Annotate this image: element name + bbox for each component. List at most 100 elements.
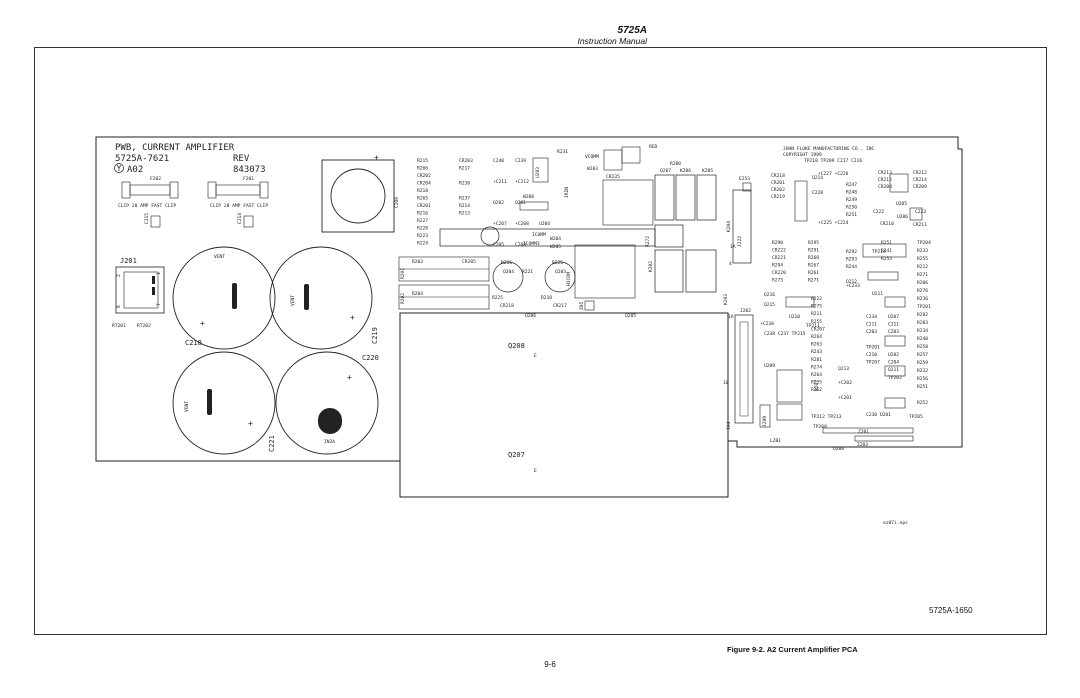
part-label: R232 (917, 368, 928, 374)
row-labels: TP210 TP209 C217 C216+C227 +C226Q214C228… (760, 158, 927, 430)
part-label: R251 (846, 212, 857, 218)
label-r231: R231 (557, 149, 568, 155)
row-label: Q214 (812, 175, 823, 181)
connector-j201-label: J201 (120, 257, 137, 265)
part-label: C203 (866, 329, 877, 335)
part-label: R243 (811, 349, 822, 355)
part-label: CR218 (771, 173, 785, 179)
row-label: TP211 (806, 323, 820, 329)
pin-label: 8 (116, 305, 122, 308)
capacitor-c220-label: C220 (362, 354, 379, 362)
board-title-rev-label: REV (233, 154, 250, 164)
part-label: R216 (417, 211, 428, 217)
component-z201 (822, 427, 914, 434)
transistor-q208-label: Q208 (508, 342, 525, 350)
pin-label: 2 (116, 274, 122, 277)
ground-symbol-icon (114, 163, 124, 173)
part-label: R241 (881, 248, 892, 254)
label-c200: C200 (394, 197, 400, 208)
part-label: R295 (808, 240, 819, 246)
capacitor-c219: VENT + C219 (269, 246, 379, 350)
part-label: C205 (493, 242, 504, 248)
pin-label: 7 (156, 303, 162, 306)
label-u203: U203 (535, 167, 541, 178)
board-title-line2: 5725A-7621 (115, 154, 169, 164)
part-label: R212 (917, 264, 928, 270)
part-label: R228 (417, 226, 428, 232)
relay-block (654, 224, 684, 248)
part-label: R282 (917, 312, 928, 318)
component-e253 (742, 182, 752, 192)
part-label: R294 (772, 263, 783, 269)
relay-k205 (696, 174, 717, 221)
ic-u209 (776, 369, 803, 403)
part-label: CR219 (771, 194, 785, 200)
shunt-post (480, 226, 500, 246)
board-title-part-number: 843073 (233, 165, 266, 175)
component-u203 (532, 157, 549, 183)
part-label: C204 (888, 360, 899, 366)
label-j202: J202 (740, 308, 751, 314)
part-label: R290 (772, 240, 783, 246)
label-cr217: CR217 (553, 303, 567, 309)
part-label: R255 (811, 319, 822, 325)
ic-u211 (867, 271, 899, 281)
label-u208: U208 (833, 446, 844, 452)
row-label: +C225 +C224 (818, 220, 849, 226)
part-label: CR209 (913, 184, 927, 190)
row-label: TP214 (872, 249, 886, 255)
part-label: C210 (866, 352, 877, 358)
capacitor-c221: VENT + C221 (172, 351, 276, 455)
pin-label: 1A (728, 314, 734, 320)
part-label: CR213 (878, 170, 892, 176)
part-label: R268 (808, 255, 819, 261)
connector-j222 (732, 189, 752, 264)
fuse-body (129, 184, 171, 196)
plus-sign: + (374, 153, 379, 162)
vent-label: VENT (214, 254, 225, 260)
ic-u206-box (889, 173, 909, 193)
label-cr218: CR218 (500, 303, 514, 309)
part-label: R276 (917, 288, 928, 294)
label-vcomm: VCOMM (585, 154, 599, 160)
document-title: 5725A (617, 25, 647, 36)
label-w208: W208 (523, 194, 534, 200)
label-f201: F201 (243, 176, 254, 182)
part-label: CR201 (771, 180, 785, 186)
part-label: +C211 (493, 179, 507, 185)
label-r201: R201 (400, 268, 406, 279)
part-label: R215 (417, 158, 428, 164)
part-label: R240 (917, 336, 928, 342)
pin-label: 1A4 (726, 421, 732, 430)
part-label: U202 (888, 352, 899, 358)
label-in3a: IN3A (324, 439, 335, 445)
row-label: CR211 (913, 222, 927, 228)
label-r225b: R225 (552, 260, 563, 266)
label-q204: Q204 (503, 269, 514, 275)
label-u210: U210 (789, 314, 800, 320)
relay-k202 (654, 249, 684, 293)
label-j222: J222 (737, 236, 743, 247)
label-r203: R203 (412, 259, 423, 265)
label-icomm: ICOMM (532, 232, 546, 238)
label-w204: W204 (550, 236, 561, 242)
part-label: R247 (846, 182, 857, 188)
label-e253: E253 (739, 176, 750, 182)
part-label: Q201 (515, 200, 526, 206)
connector-j202-inner (739, 321, 749, 417)
part-label: TP204 (917, 240, 931, 246)
part-label: Q212 (846, 279, 857, 285)
emitter-label: E (534, 353, 537, 359)
part-label: R233 (917, 248, 928, 254)
part-label: R267 (808, 263, 819, 269)
component-w208 (519, 201, 549, 211)
svg-text:+: + (347, 373, 352, 382)
vent-label: VENT (184, 401, 190, 412)
part-label: R262 (811, 387, 822, 393)
label-c215: C215 (144, 213, 150, 224)
part-label: CR220 (772, 270, 786, 276)
part-label: R265 (417, 196, 428, 202)
part-label: CR215 (878, 177, 892, 183)
label-u204: U204 (539, 221, 550, 227)
relay-k203 (685, 249, 717, 293)
